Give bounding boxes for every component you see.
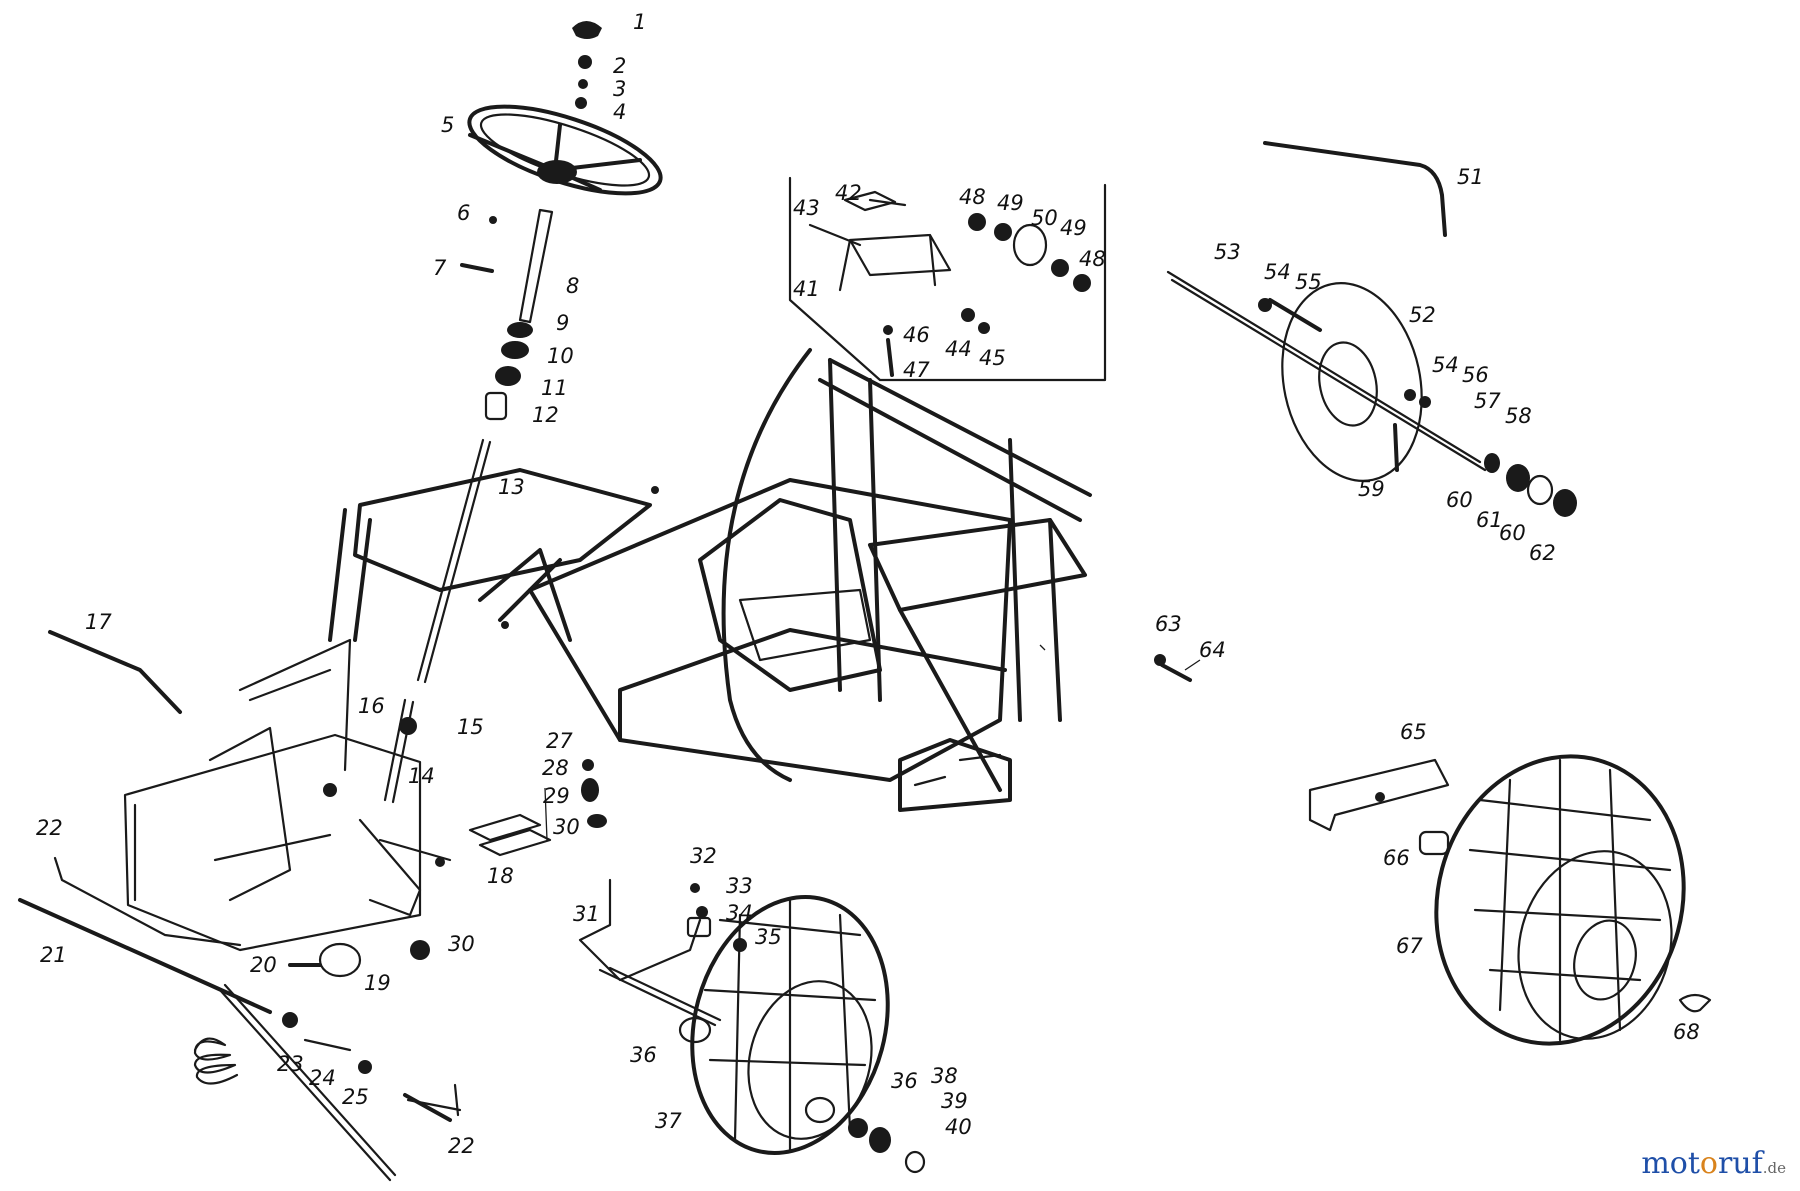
watermark-suffix: .de [1762, 1159, 1786, 1177]
label-30-upper: 30 [553, 815, 580, 839]
pedal-parts [468, 759, 747, 1044]
watermark-part1: mot [1641, 1146, 1700, 1181]
label-6: 6 [457, 201, 471, 225]
label-23: 23 [277, 1052, 304, 1076]
label-36-left: 36 [630, 1043, 657, 1067]
label-22-bottom: 22 [448, 1134, 475, 1158]
label-34: 34 [726, 901, 753, 925]
rear-wheel [1434, 754, 1712, 1046]
label-42: 42 [835, 181, 862, 205]
label-67: 67 [1396, 934, 1423, 958]
label-45: 45 [979, 346, 1006, 370]
label-30-lower: 30 [448, 932, 475, 956]
label-9: 9 [556, 311, 570, 335]
label-49-right: 49 [1060, 216, 1087, 240]
label-29: 29 [543, 784, 570, 808]
label-68: 68 [1673, 1020, 1700, 1044]
label-15: 15 [457, 715, 484, 739]
label-47: 47 [903, 358, 930, 382]
label-50: 50 [1031, 206, 1058, 230]
label-14: 14 [408, 764, 435, 788]
label-11: 11 [541, 376, 568, 400]
rear-wheel-bracket [1308, 758, 1450, 856]
label-18: 18 [487, 864, 514, 888]
label-20: 20 [250, 953, 277, 977]
label-46: 46 [903, 323, 930, 347]
label-65: 65 [1400, 720, 1427, 744]
label-5: 5 [441, 113, 455, 137]
watermark-logo: motoruf.de [1641, 1149, 1786, 1179]
tie-rod [18, 856, 462, 1182]
watermark-part2: o [1699, 1146, 1718, 1181]
label-3: 3 [613, 77, 627, 101]
steering-column [383, 208, 554, 804]
label-7: 7 [433, 256, 447, 280]
rear-axle-assembly [1154, 141, 1577, 682]
label-8: 8 [566, 274, 580, 298]
label-1: 1 [633, 10, 647, 34]
label-32: 32 [690, 844, 717, 868]
label-53: 53 [1214, 240, 1241, 264]
label-27: 27 [546, 729, 573, 753]
label-59: 59 [1358, 477, 1385, 501]
label-24: 24 [309, 1066, 336, 1090]
label-56: 56 [1462, 363, 1489, 387]
label-41: 41 [793, 277, 820, 301]
label-37: 37 [655, 1109, 682, 1133]
label-49-left: 49 [997, 191, 1024, 215]
label-48-right: 48 [1079, 247, 1106, 271]
label-17: 17 [85, 610, 112, 634]
label-12: 12 [532, 403, 559, 427]
label-35: 35 [755, 925, 782, 949]
label-28: 28 [542, 756, 569, 780]
label-21: 21 [40, 943, 67, 967]
label-40: 40 [945, 1115, 972, 1139]
label-66: 66 [1383, 846, 1410, 870]
label-57: 57 [1474, 389, 1501, 413]
label-16: 16 [358, 694, 385, 718]
label-64: 64 [1199, 638, 1226, 662]
leader-lines [544, 644, 1201, 841]
label-36-right: 36 [891, 1069, 918, 1093]
label-25: 25 [342, 1085, 369, 1109]
label-33: 33 [726, 874, 753, 898]
label-2: 2 [613, 54, 627, 78]
label-52: 52 [1409, 303, 1436, 327]
label-54-lower: 54 [1432, 353, 1459, 377]
label-13: 13 [498, 475, 525, 499]
label-58: 58 [1505, 404, 1532, 428]
front-axle-frame [48, 630, 452, 952]
label-39: 39 [941, 1089, 968, 1113]
seat-bracket-inset [788, 176, 1107, 382]
watermark-part3: ruf [1717, 1146, 1763, 1181]
label-61: 61 [1476, 508, 1503, 532]
chassis-frame [328, 348, 1092, 812]
label-60-upper: 60 [1446, 488, 1473, 512]
label-10: 10 [547, 344, 574, 368]
steering-wheel [467, 21, 663, 196]
label-63: 63 [1155, 612, 1182, 636]
label-54-upper: 54 [1264, 260, 1291, 284]
label-51: 51 [1457, 165, 1484, 189]
label-19: 19 [364, 971, 391, 995]
label-4: 4 [613, 100, 627, 124]
front-wheel [690, 895, 926, 1174]
label-38: 38 [931, 1064, 958, 1088]
label-62: 62 [1529, 541, 1556, 565]
label-43: 43 [793, 196, 820, 220]
label-48-left: 48 [959, 185, 986, 209]
label-60-lower: 60 [1499, 521, 1526, 545]
label-55: 55 [1295, 270, 1322, 294]
label-22-left: 22 [36, 816, 63, 840]
label-31: 31 [573, 902, 600, 926]
label-44: 44 [945, 337, 972, 361]
